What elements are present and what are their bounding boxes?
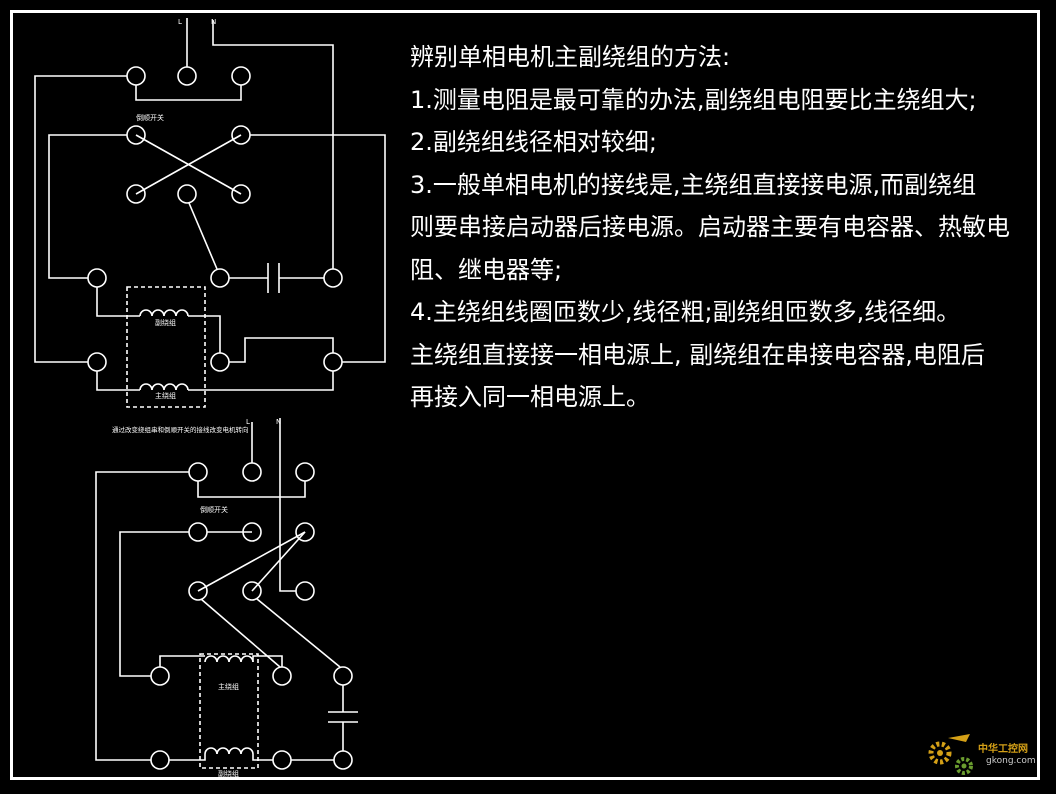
top-switch-terminal [231, 66, 251, 86]
description-line: 4.主绕组线圈匝数少,线径粗;副绕组匝数多,线径细。 [410, 298, 961, 326]
top-motor-terminal [87, 268, 107, 288]
description-line: 再接入同一相电源上。 [410, 383, 650, 411]
top-motor-terminal [323, 352, 343, 372]
bottom-motor-terminal [272, 666, 292, 686]
description-line: 阻、继电器等; [410, 255, 563, 284]
bottom-switch-terminal [242, 462, 262, 482]
top-aux-winding-label: 副绕组 [155, 318, 176, 327]
bottom-switch-terminal [295, 462, 315, 482]
top-switch-terminal [126, 66, 146, 86]
gear-icon [928, 734, 973, 775]
top-main-winding-label: 主绕组 [155, 391, 176, 400]
top-L-label: L [178, 18, 182, 26]
bottom-motor-terminal [150, 750, 170, 770]
description-line: 主绕组直接接一相电源上, 副绕组在串接电容器,电阻后 [410, 340, 985, 369]
bottom-switch-terminal [188, 462, 208, 482]
top-cap-terminal-left [210, 268, 230, 288]
bottom-motor-terminal [150, 666, 170, 686]
bottom-L-label: L [246, 418, 250, 426]
top-wiring-diagram [34, 18, 386, 408]
description-line: 则要串接启动器后接电源。启动器主要有电容器、热敏电 [410, 213, 1010, 241]
gkong-logo [928, 734, 973, 775]
drawing-frame [10, 10, 1040, 780]
bottom-main-winding-label: 主绕组 [218, 682, 239, 691]
description-title: 辨别单相电机主副绕组的方法: [410, 43, 731, 71]
bottom-switch-terminal [188, 522, 208, 542]
top-switch-terminal [177, 66, 197, 86]
top-cap-terminal-right [323, 268, 343, 288]
bottom-switch-terminal [295, 581, 315, 601]
description-line: 3.一般单相电机的接线是,主绕组直接接电源,而副绕组 [410, 170, 977, 199]
bottom-aux-winding-label: 副绕组 [218, 769, 239, 778]
bottom-motor-terminal [272, 750, 292, 770]
watermark-brand: 中华工控网 [978, 744, 1028, 755]
description-line: 1.测量电阻是最可靠的办法,副绕组电阻要比主绕组大; [410, 85, 977, 114]
bottom-N-label: N [276, 418, 281, 426]
top-N-label: N [211, 18, 216, 26]
bottom-cap-terminal-bottom [333, 750, 353, 770]
top-motor-terminal [210, 352, 230, 372]
bottom-switch-label: 倒顺开关 [200, 505, 228, 514]
top-switch-terminal [177, 184, 197, 204]
method-description: 辨别单相电机主副绕组的方法: 1.测量电阻是最可靠的办法,副绕组电阻要比主绕组大… [410, 36, 1040, 419]
bottom-cap-terminal-top [333, 666, 353, 686]
watermark-url: gkong.com [986, 756, 1036, 766]
top-motor-terminal [87, 352, 107, 372]
top-caption: 通过改变绕组串和倒顺开关的接线改变电机转向 [112, 425, 249, 434]
description-line: 2.副绕组线径相对较细; [410, 128, 657, 156]
top-switch-label: 倒顺开关 [136, 113, 164, 122]
bottom-wiring-diagram [95, 418, 358, 770]
